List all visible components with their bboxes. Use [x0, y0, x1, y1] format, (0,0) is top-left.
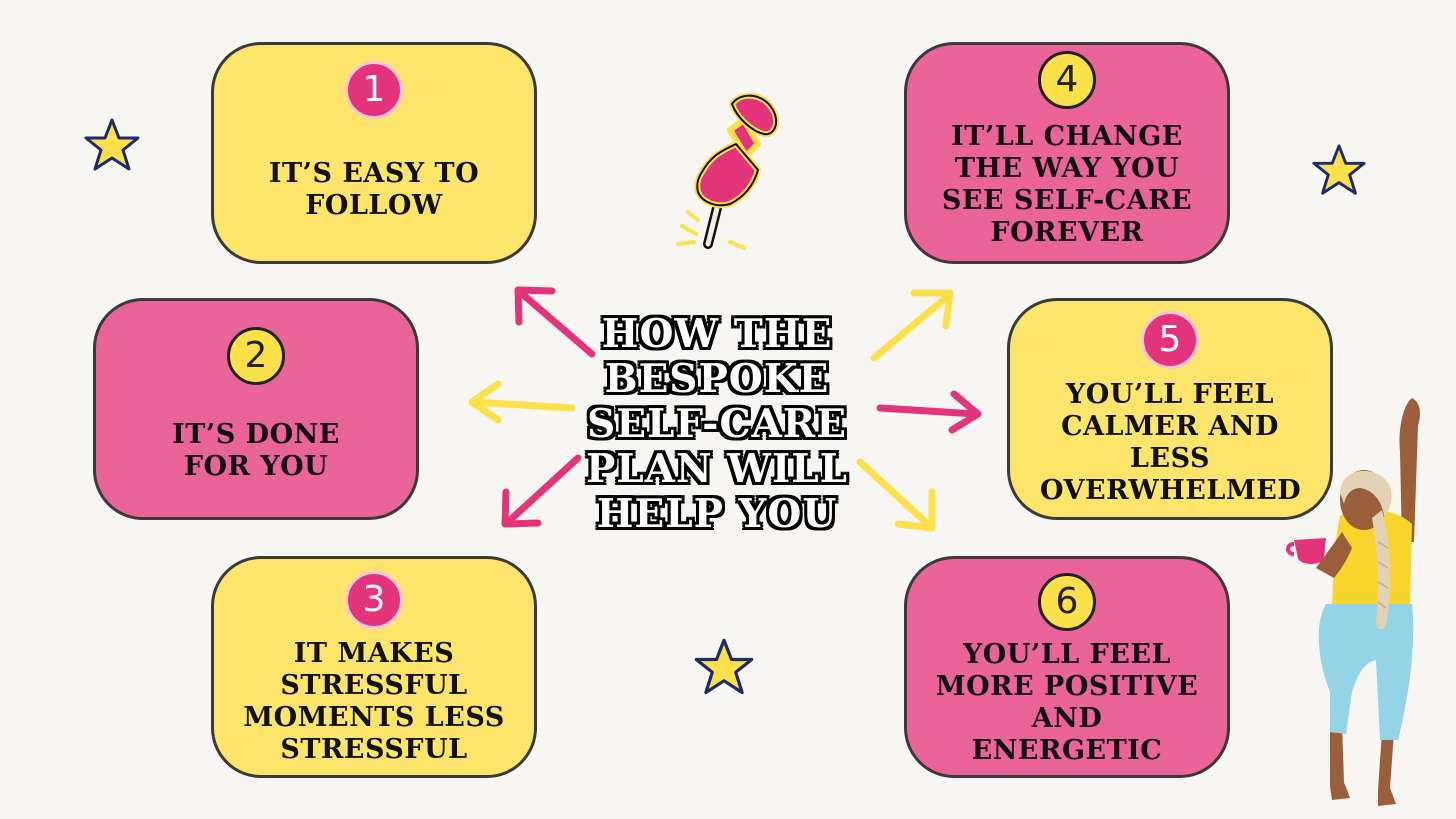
center-title: HOW THE BESPOKE SELF-CARE PLAN WILL HELP… — [585, 311, 849, 537]
badge-1: 1 — [345, 61, 403, 119]
card-1-text: IT’S EASY TO FOLLOW — [268, 158, 480, 221]
arrow-to-card-5 — [876, 390, 982, 434]
card-1: 1 IT’S EASY TO FOLLOW — [211, 42, 537, 264]
badge-2: 2 — [227, 327, 285, 385]
arrow-to-card-3 — [501, 454, 582, 528]
badge-5: 5 — [1141, 311, 1199, 369]
card-4-text: IT’LL CHANGE THE WAY YOU SEE SELF-CARE F… — [941, 121, 1193, 248]
card-2: 2 IT’S DONE FOR YOU — [93, 298, 419, 520]
card-6-text: YOU’LL FEEL MORE POSITIVE AND ENERGETIC — [935, 639, 1199, 766]
arrow-to-card-4 — [870, 289, 954, 362]
woman-with-mug-illustration — [1286, 398, 1420, 806]
badge-4: 4 — [1038, 51, 1096, 109]
card-5: 5 YOU’LL FEEL CALMER AND LESS OVERWHELME… — [1007, 298, 1333, 520]
star-icon — [1312, 144, 1366, 195]
card-2-text: IT’S DONE FOR YOU — [172, 419, 340, 482]
arrow-to-card-6 — [856, 458, 936, 532]
arrow-to-card-2 — [468, 380, 576, 424]
badge-3: 3 — [345, 571, 403, 629]
card-6: 6 YOU’LL FEEL MORE POSITIVE AND ENERGETI… — [904, 556, 1230, 778]
arrow-to-card-1 — [514, 286, 596, 358]
card-4: 4 IT’LL CHANGE THE WAY YOU SEE SELF-CARE… — [904, 42, 1230, 264]
star-icon — [694, 638, 754, 695]
star-icon — [84, 118, 140, 171]
badge-6: 6 — [1038, 573, 1096, 631]
pushpin-icon — [676, 92, 780, 250]
card-3-text: IT MAKES STRESSFUL MOMENTS LESS STRESSFU… — [243, 638, 505, 765]
card-3: 3 IT MAKES STRESSFUL MOMENTS LESS STRESS… — [211, 556, 537, 778]
card-5-text: YOU’LL FEEL CALMER AND LESS OVERWHELMED — [1040, 379, 1302, 506]
